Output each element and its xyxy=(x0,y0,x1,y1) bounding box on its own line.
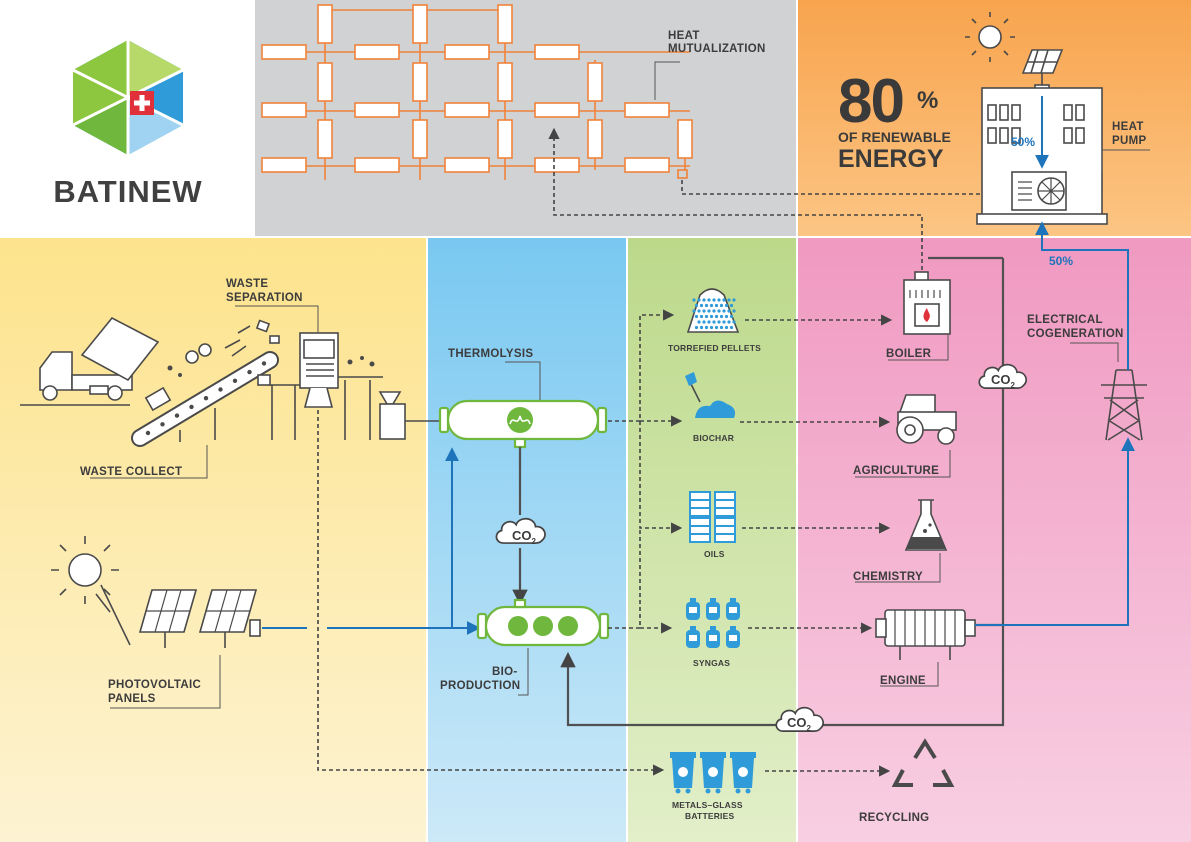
radiator xyxy=(497,4,513,44)
radiator xyxy=(354,157,400,173)
batteries-label: BATTERIES xyxy=(685,811,734,821)
engine-icon xyxy=(875,609,976,660)
bio-production-reactor-icon xyxy=(476,598,610,647)
waste-truck-icon xyxy=(20,316,160,406)
heat-mutualization-zone xyxy=(255,0,797,237)
waste-separation-label-1: WASTE xyxy=(226,278,268,290)
radiator xyxy=(354,102,400,118)
heat-network xyxy=(261,4,693,180)
boiler-label: BOILER xyxy=(886,348,932,360)
co2-boiler-label: CO2 xyxy=(991,372,1016,390)
radiator xyxy=(412,119,428,159)
uses-zone xyxy=(797,237,1191,842)
waste-separation-label-2: SEPARATION xyxy=(226,292,303,304)
radiator xyxy=(317,62,333,102)
radiator xyxy=(534,102,580,118)
radiator xyxy=(534,157,580,173)
co2-engine-label: CO2 xyxy=(787,715,812,733)
radiator xyxy=(261,157,307,173)
recycling-bins-icon xyxy=(670,752,756,794)
heat-pump-label-2: PUMP xyxy=(1112,135,1146,147)
oils-barrels-icon xyxy=(689,491,736,543)
solar-panels-icon xyxy=(138,589,261,648)
bio-production-label-1: BIO- xyxy=(492,666,517,678)
radiator xyxy=(317,4,333,44)
biochar-label: BIOCHAR xyxy=(693,433,734,443)
torrefied-pellets-icon xyxy=(686,288,740,333)
metals-glass-label: METALS–GLASS xyxy=(672,800,743,810)
heat-pump-label-1: HEAT xyxy=(1112,121,1144,133)
engine-label: ENGINE xyxy=(880,675,926,687)
agriculture-label: AGRICULTURE xyxy=(853,465,939,477)
radiator xyxy=(412,62,428,102)
heat-mutualization-label-1: HEAT xyxy=(668,30,700,42)
separation-machine-icon xyxy=(257,332,440,440)
thermolysis-label: THERMOLYSIS xyxy=(448,348,533,360)
oils-label: OILS xyxy=(704,549,725,559)
radiator xyxy=(261,102,307,118)
radiator xyxy=(587,62,603,102)
batinew-logo-icon xyxy=(72,40,184,155)
radiator xyxy=(534,44,580,60)
recycling-label: RECYCLING xyxy=(859,812,929,824)
cogeneration-label-1: ELECTRICAL xyxy=(1027,314,1103,326)
co2-thermolysis-label: CO2 xyxy=(512,528,537,546)
torrefied-pellets-label: TORREFIED PELLETS xyxy=(668,343,761,353)
headline-percent: 80 xyxy=(838,67,903,136)
radiator xyxy=(624,102,670,118)
headline-percent-sign: % xyxy=(917,87,938,114)
radiator xyxy=(624,157,670,173)
recycling-icon xyxy=(891,738,955,787)
radiator xyxy=(444,157,490,173)
photovoltaic-label-2: PANELS xyxy=(108,693,156,705)
headline-line-2: ENERGY xyxy=(838,145,944,173)
photovoltaic-label-1: PHOTOVOLTAIC xyxy=(108,679,201,691)
thermolysis-reactor-icon xyxy=(438,399,608,449)
sun-icon xyxy=(51,536,131,646)
radiator xyxy=(412,4,428,44)
radiator xyxy=(261,44,307,60)
bio-production-label-2: PRODUCTION xyxy=(440,680,520,692)
syngas-bottles-icon xyxy=(686,598,740,648)
chemistry-label: CHEMISTRY xyxy=(853,571,923,583)
radiator xyxy=(444,44,490,60)
cogeneration-share-label: 50% xyxy=(1049,254,1073,268)
brand-name: BATINEW xyxy=(53,174,202,209)
radiator xyxy=(444,102,490,118)
power-pylon-icon xyxy=(1101,369,1147,441)
syngas-label: SYNGAS xyxy=(693,658,730,668)
heat-mutualization-label-2: MUTUALIZATION xyxy=(668,43,766,55)
products-zone xyxy=(627,237,797,842)
radiator xyxy=(497,62,513,102)
radiator xyxy=(497,119,513,159)
headline-line-1: OF RENEWABLE xyxy=(838,129,951,145)
radiator xyxy=(677,119,693,159)
tractor-icon xyxy=(896,394,957,445)
cogeneration-label-2: COGENERATION xyxy=(1027,328,1124,340)
biochar-icon xyxy=(685,372,736,418)
radiator xyxy=(354,44,400,60)
conveyor-icon xyxy=(131,319,280,447)
waste-zone xyxy=(0,237,427,842)
waste-collect-label: WASTE COLLECT xyxy=(80,466,182,478)
radiator xyxy=(587,119,603,159)
boiler-icon xyxy=(903,271,951,335)
heat-pump-share-label: 50% xyxy=(1011,135,1035,149)
radiator xyxy=(317,119,333,159)
flask-icon xyxy=(904,499,948,551)
